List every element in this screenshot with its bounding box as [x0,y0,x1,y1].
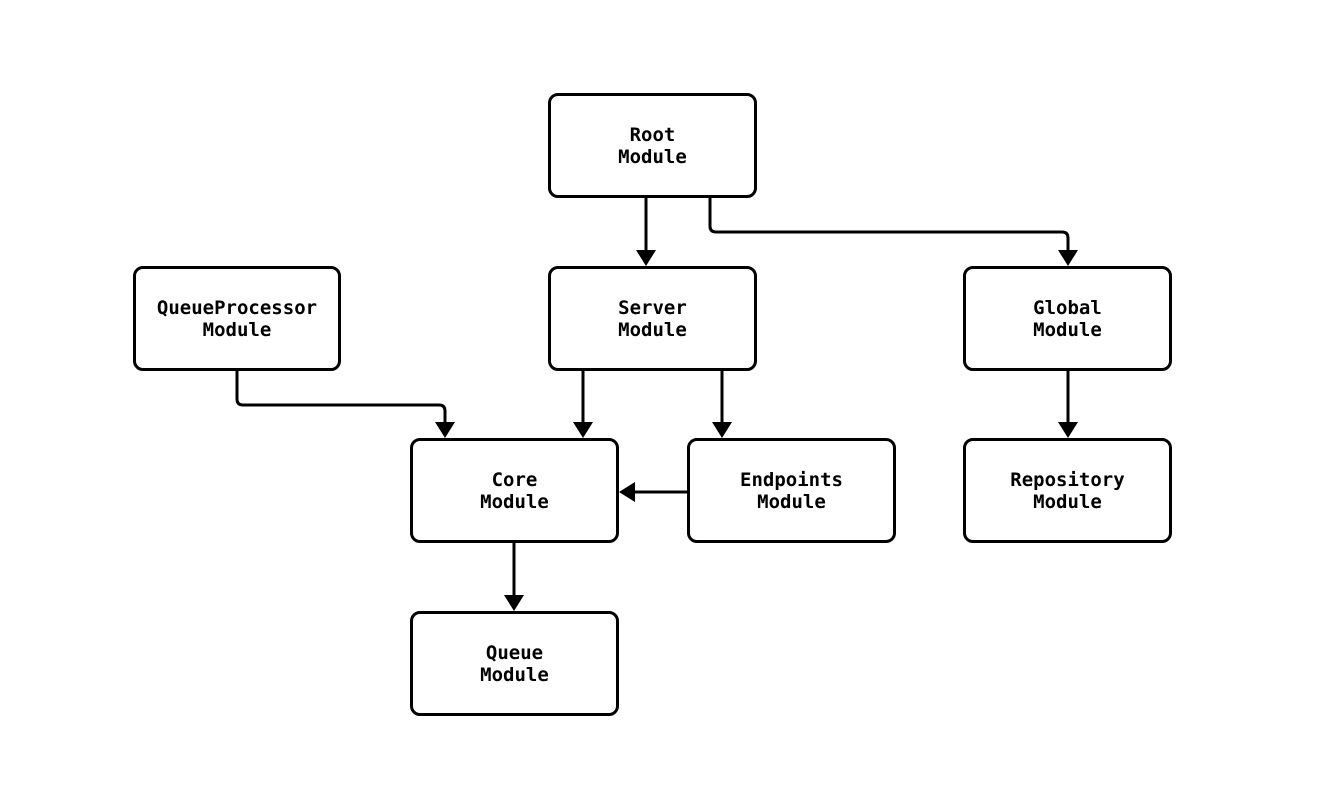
node-label-line: Module [618,318,687,341]
arrowhead-icon [1058,422,1078,438]
node-label-line: Module [757,490,826,513]
node-label-line: Global [1033,296,1102,319]
edge-root-module-to-global-module [708,196,1070,256]
node-label-line: Endpoints [740,468,843,491]
node-label-line: QueueProcessor [156,296,318,319]
node-label-line: Module [1033,318,1102,341]
node-label-line: Module [480,663,549,686]
edge-queueprocessor-module-to-core-module [235,369,447,428]
node-label-line: Module [202,318,272,341]
arrowhead-icon [1058,250,1078,266]
node-label-line: Queue [485,641,544,664]
arrowhead-icon [573,422,593,438]
arrowhead-icon [619,482,635,502]
node-label-line: Module [480,490,549,513]
arrowhead-icon [712,422,732,438]
node-label-line: Module [618,145,687,168]
arrowhead-icon [435,422,455,438]
arrowhead-icon [636,250,656,266]
node-label-line: Core [491,468,538,491]
node-label-line: Repository [1010,468,1125,491]
node-label-line: Root [629,123,676,146]
node-label-line: Server [618,296,687,319]
arrowhead-icon [504,595,524,611]
node-label-line: Module [1033,490,1102,513]
